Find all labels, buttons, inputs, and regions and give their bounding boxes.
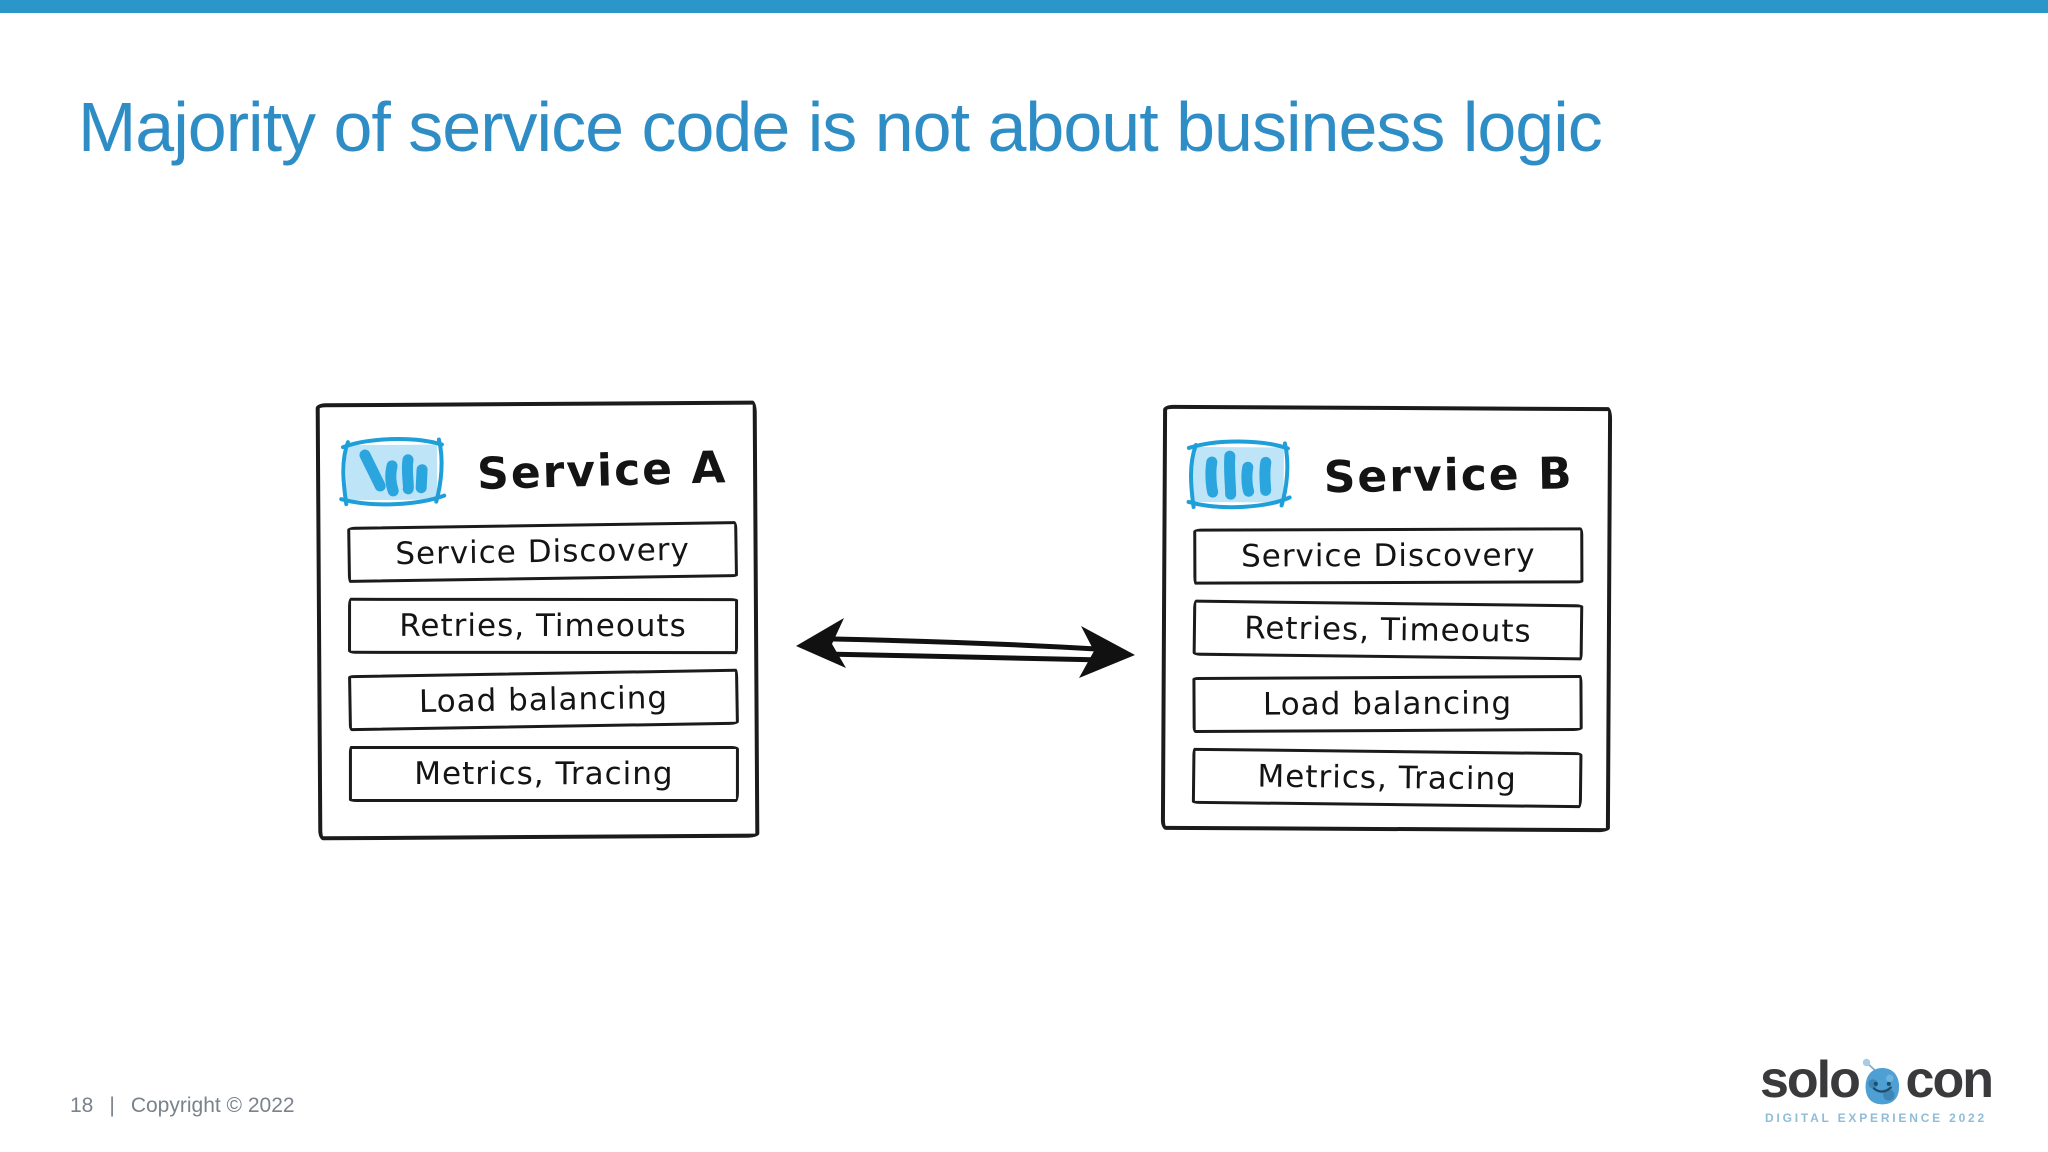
solocon-logo: solo con DIGITAL EXPERIENCE 2022 [1760, 1051, 1994, 1125]
users-sketch-icon [339, 437, 447, 507]
slide-title: Majority of service code is not about bu… [78, 88, 1603, 166]
service-b-item-retries-timeouts: Retries, Timeouts [1192, 599, 1584, 661]
logo-text-solo: solo [1760, 1051, 1861, 1109]
service-a-item-service-discovery: Service Discovery [347, 521, 738, 583]
top-accent-bar [0, 0, 2048, 13]
service-b-name: Service B [1323, 447, 1574, 503]
logo-tagline: DIGITAL EXPERIENCE 2022 [1764, 1111, 1987, 1125]
service-b-item-metrics-tracing: Metrics, Tracing [1191, 747, 1583, 809]
service-a-items: Service Discovery Retries, Timeouts Load… [347, 521, 739, 821]
blue-blob-mascot-icon [1862, 1058, 1899, 1105]
footer-separator: | [109, 1094, 115, 1117]
service-b-header: Service B [1182, 431, 1596, 519]
service-b-card: Service B Service Discovery Retries, Tim… [1160, 404, 1613, 833]
service-a-item-load-balancing: Load balancing [348, 668, 739, 732]
service-a-name: Service A [476, 441, 729, 500]
service-b-item-service-discovery: Service Discovery [1193, 527, 1584, 585]
copyright-text: Copyright © 2022 [130, 1094, 295, 1117]
service-a-item-retries-timeouts: Retries, Timeouts [348, 597, 739, 655]
service-a-item-metrics-tracing: Metrics, Tracing [348, 745, 739, 802]
slide-footer: 18 | Copyright © 2022 [70, 1094, 295, 1118]
page-number: 18 [70, 1094, 94, 1117]
service-b-item-load-balancing: Load balancing [1192, 674, 1583, 734]
users-sketch-icon [1186, 439, 1292, 510]
service-a-header: Service A [335, 427, 742, 515]
solocon-logo-row: solo con [1760, 1051, 1994, 1109]
service-b-items: Service Discovery Retries, Timeouts Load… [1191, 527, 1584, 825]
bidirectional-arrow-icon [796, 618, 1135, 678]
logo-text-con: con [1905, 1051, 1994, 1109]
service-a-card: Service A Service Discovery Retries, Tim… [315, 400, 760, 841]
